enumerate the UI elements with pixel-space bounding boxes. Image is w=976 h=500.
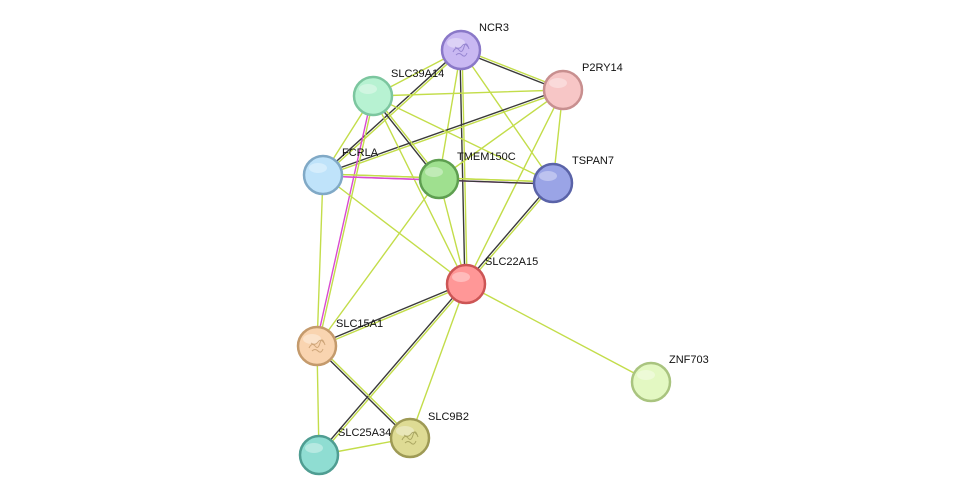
node-highlight [303, 334, 321, 344]
edge-line-textmining [465, 283, 652, 383]
node-highlight [452, 272, 470, 282]
node-highlight [425, 167, 443, 177]
protein-structure-icon [452, 43, 470, 57]
node-highlight [447, 38, 465, 48]
edge-line-coexpression [321, 88, 564, 175]
edge-line-textmining [460, 49, 554, 184]
node-circle[interactable] [296, 325, 338, 367]
edge-line-textmining [317, 344, 412, 438]
edge-line-textmining [322, 174, 467, 285]
node-slc25a34[interactable]: SLC25A34 [298, 427, 391, 476]
edge-SLC39A14-TSPAN7 [372, 95, 554, 184]
edge-line-coexpression [459, 49, 466, 285]
edge-TSPAN7-SLC22A15 [464, 181, 555, 286]
edge-line-textmining [466, 183, 555, 286]
edge-SLC39A14-SLC15A1 [315, 95, 375, 347]
node-tmem150c[interactable]: TMEM150C [418, 151, 516, 200]
node-label: SLC39A14 [391, 68, 444, 80]
edge-line-textmining [461, 49, 468, 285]
node-ncr3[interactable]: NCR3 [440, 22, 509, 71]
node-circle[interactable] [389, 417, 431, 459]
node-tspan7[interactable]: TSPAN7 [532, 155, 614, 204]
edge-line-textmining [409, 283, 467, 439]
node-label: SLC9B2 [428, 411, 469, 423]
edge-SLC22A15-SLC15A1 [315, 282, 468, 348]
edge-line-textmining [323, 50, 463, 177]
node-label: SLC15A1 [336, 318, 383, 330]
node-highlight [305, 443, 323, 453]
edge-line-coexpression [315, 282, 467, 346]
edge-line-textmining [465, 89, 564, 285]
edge-P2RY14-TMEM150C [438, 89, 564, 180]
edge-line-experiments [315, 95, 373, 347]
edge-SLC22A15-SLC9B2 [409, 283, 467, 439]
edge-line-textmining [319, 284, 468, 457]
edge-line-textmining [322, 90, 565, 177]
edge-P2RY14-SLC22A15 [465, 89, 564, 285]
node-circle[interactable] [440, 29, 482, 71]
edge-line-coexpression [315, 346, 410, 440]
edge-NCR3-TSPAN7 [460, 49, 554, 184]
edge-SLC22A15-SLC25A34 [317, 282, 468, 457]
node-highlight [549, 78, 567, 88]
edge-SLC22A15-ZNF703 [465, 283, 652, 383]
node-slc9b2[interactable]: SLC9B2 [389, 411, 469, 459]
edge-line-textmining [316, 178, 440, 347]
edge-line-textmining [316, 174, 324, 347]
node-highlight [637, 370, 655, 380]
node-label: NCR3 [479, 22, 509, 34]
edge-line-textmining [372, 95, 467, 285]
edge-FCRLA-SLC15A1 [316, 174, 324, 347]
node-circle[interactable] [445, 263, 487, 305]
edge-NCR3-SLC22A15 [459, 49, 468, 285]
node-label: FCRLA [342, 147, 379, 159]
edge-SLC39A14-SLC22A15 [372, 95, 467, 285]
edge-line-textmining [372, 89, 564, 97]
edge-line-textmining [372, 95, 554, 184]
node-label: TMEM150C [457, 151, 516, 163]
node-highlight [309, 163, 327, 173]
protein-structure-icon [401, 431, 419, 445]
edge-line-coexpression [464, 181, 553, 284]
node-label: TSPAN7 [572, 155, 614, 167]
protein-structure-icon [308, 339, 326, 353]
edge-NCR3-FCRLA [321, 48, 463, 177]
node-circle[interactable] [418, 158, 460, 200]
node-label: ZNF703 [669, 354, 709, 366]
edge-NCR3-TMEM150C [438, 49, 462, 180]
edge-line-textmining [438, 89, 564, 180]
edge-FCRLA-SLC22A15 [322, 174, 467, 285]
node-p2ry14[interactable]: P2RY14 [542, 62, 623, 111]
node-slc15a1[interactable]: SLC15A1 [296, 318, 383, 367]
node-circle[interactable] [302, 154, 344, 196]
node-label: SLC22A15 [485, 256, 538, 268]
edge-line-coexpression [317, 282, 466, 455]
node-circle[interactable] [542, 69, 584, 111]
edge-line-coexpression [321, 48, 461, 175]
edge-SLC15A1-SLC9B2 [315, 344, 412, 440]
edge-P2RY14-SLC39A14 [372, 89, 564, 97]
node-highlight [359, 84, 377, 94]
node-circle[interactable] [298, 434, 340, 476]
node-slc39a14[interactable]: SLC39A14 [352, 68, 444, 117]
node-circle[interactable] [630, 361, 672, 403]
edge-P2RY14-FCRLA [321, 88, 565, 177]
node-highlight [396, 426, 414, 436]
node-znf703[interactable]: ZNF703 [630, 354, 709, 403]
node-label: SLC25A34 [338, 427, 391, 439]
node-label: P2RY14 [582, 62, 623, 74]
node-slc22a15[interactable]: SLC22A15 [445, 256, 538, 305]
node-highlight [539, 171, 557, 181]
edge-line-textmining [316, 284, 468, 348]
node-circle[interactable] [532, 162, 574, 204]
edge-line-textmining [317, 95, 375, 347]
edge-line-textmining [438, 49, 462, 180]
node-fcrla[interactable]: FCRLA [302, 147, 379, 196]
edge-TMEM150C-SLC15A1 [316, 178, 440, 347]
node-circle[interactable] [352, 75, 394, 117]
